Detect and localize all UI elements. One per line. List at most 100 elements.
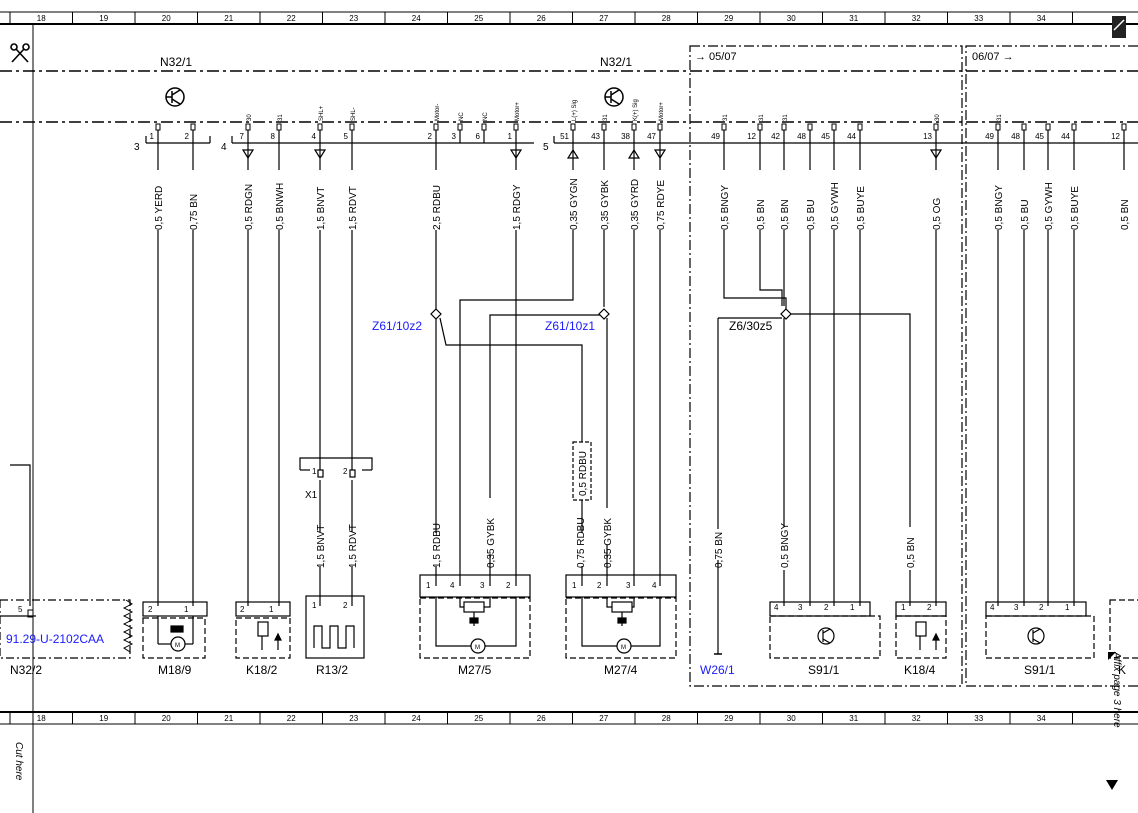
m27-5-pin-1: 1 [426, 581, 431, 590]
component-n32-2 [0, 599, 134, 659]
s91-1-a-pin-2: 2 [824, 603, 829, 612]
ruler-number: 29 [724, 14, 733, 23]
wire-label-bg [778, 500, 790, 570]
wire-label-bg [930, 170, 942, 232]
splice-label-z6-30z5: Z6/30z5 [729, 319, 773, 333]
wire-label: 0,35 GYBK [486, 518, 497, 568]
top-pin-label: 4 [312, 132, 317, 141]
wire-label-bg [314, 170, 326, 232]
top-pin-label: 42 [771, 132, 780, 141]
wire-label-bg [778, 170, 790, 232]
connector-group-5: 5 [543, 142, 549, 153]
wire-label-bg [314, 500, 326, 570]
component-k18-4 [895, 601, 947, 659]
top-pin-label: 48 [797, 132, 806, 141]
splice-label-z61-10z2[interactable]: Z61/10z2 [372, 319, 422, 333]
page-tab-icon [1112, 16, 1126, 38]
connector-group-4: 4 [221, 142, 227, 153]
splice-z61-10z1 [598, 308, 610, 320]
ruler-number: 31 [849, 714, 858, 723]
top-pin-label: 7 [240, 132, 245, 141]
component-s91-1-a [769, 601, 881, 659]
wire-label-bg [992, 170, 1004, 232]
wire-label: 0,5 BNWH [275, 183, 286, 230]
wire-label-bg [510, 170, 522, 232]
connector-label-right: N32/1 [600, 55, 632, 69]
ruler-number: 18 [37, 14, 46, 23]
component-label-k-partial: K [1118, 663, 1126, 677]
ruler-number: 22 [287, 714, 296, 723]
wire-label-bg [754, 170, 766, 232]
m27-4-pin-4: 4 [652, 581, 657, 590]
component-label-w26-1[interactable]: W26/1 [700, 663, 735, 677]
transistor-icon-right [604, 87, 624, 107]
top-ruler [0, 11, 1138, 25]
signal-label: 31 [603, 114, 609, 121]
wire-label: 0,35 GYBK [603, 518, 614, 568]
m27-5-pin-3: 3 [480, 581, 485, 590]
s91-1-a-pin-4: 4 [774, 603, 779, 612]
wire-label-bg [430, 500, 442, 570]
wire-label: 1,5 RDBU [432, 523, 443, 568]
m27-5-pin-2: 2 [506, 581, 511, 590]
k18-2-pin-2: 2 [240, 605, 245, 614]
signal-label: 31 [278, 114, 284, 121]
wire-label-bg [904, 500, 916, 570]
page-ref-next[interactable]: 06/07 → [972, 51, 1014, 63]
ruler-number: 20 [162, 14, 171, 23]
component-m27-4 [565, 574, 677, 659]
wire-label: 0,5 BU [1020, 199, 1031, 230]
wire-label-bg [598, 170, 610, 232]
s91-1-a-pin-3: 3 [798, 603, 803, 612]
wire-label: 0,35 GYGN [569, 178, 580, 230]
top-pin-label: 47 [647, 132, 656, 141]
wire-label: 0,5 BU [806, 199, 817, 230]
wire-label-bg [484, 500, 496, 570]
page-ref-prev[interactable]: → 05/07 [695, 51, 737, 63]
wire-label: 0,5 BN [756, 199, 767, 230]
wire-label-bg [718, 170, 730, 232]
top-pin-label: 1 [508, 132, 513, 141]
wire-label-bg [346, 170, 358, 232]
ruler-number: 32 [912, 14, 921, 23]
link-ref-label[interactable]: 91.29-U-2102CAA [6, 632, 104, 646]
top-pin-label: 44 [847, 132, 856, 141]
r13-2-pin-1: 1 [312, 601, 317, 610]
wire-label-bg [654, 170, 666, 232]
component-label-s91-1-b: S91/1 [1024, 663, 1056, 677]
ruler-number: 26 [537, 14, 546, 23]
connector-group-3: 3 [134, 142, 140, 153]
component-label-s91-1-a: S91/1 [808, 663, 840, 677]
m27-4-pin-2: 2 [597, 581, 602, 590]
wire-label-bg [601, 500, 613, 570]
arrow-up-left-icon [1108, 652, 1116, 660]
signal-label: SHL+ [319, 105, 325, 121]
signal-label: Motor- [435, 104, 441, 121]
rdbu-wire-box [572, 441, 592, 501]
wire-label: 1,5 RDGY [512, 184, 523, 230]
wire-label-bg [574, 500, 586, 570]
ruler-number: 21 [224, 14, 233, 23]
splice-label-z61-10z1[interactable]: Z61/10z1 [545, 319, 595, 333]
top-pin-label: 12 [1111, 132, 1120, 141]
component-m18-9 [142, 601, 208, 659]
signal-label: 31 [723, 114, 729, 121]
cut-here-note: Cut here [13, 742, 24, 781]
ruler-number: 19 [99, 714, 108, 723]
splice-z61-10z2 [430, 308, 442, 320]
ruler-number: 28 [662, 14, 671, 23]
connector-boundary-lines [0, 70, 1138, 123]
signal-label: K(+) Sig [633, 99, 639, 121]
x1-pin-1: 1 [312, 467, 317, 476]
x1-pin-2: 2 [343, 467, 348, 476]
ruler-number: 24 [412, 714, 421, 723]
wire-label: 0,75 BN [189, 194, 200, 230]
ruler-number: 34 [1037, 714, 1046, 723]
wire-label-bg [1018, 170, 1030, 232]
signal-label: NC [483, 112, 489, 121]
k18-4-pin-2: 2 [927, 603, 932, 612]
wire-label-bg [804, 170, 816, 232]
ruler-number: 22 [287, 14, 296, 23]
